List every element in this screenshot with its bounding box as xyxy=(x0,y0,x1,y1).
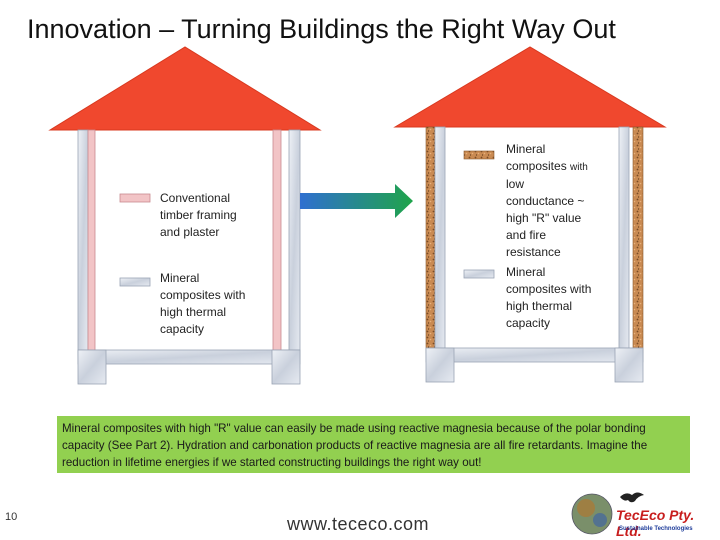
label-mineral-thermal-left: Mineral composites with high thermal cap… xyxy=(160,271,246,336)
right-footing-right xyxy=(614,347,644,383)
right-inner-mineral-wall xyxy=(618,126,630,354)
legend-timber-swatch xyxy=(119,193,151,203)
left-floor-slab xyxy=(77,349,301,365)
legend-mineral-swatch-left xyxy=(119,277,151,287)
left-inner-timber-wall xyxy=(272,129,282,357)
left-footing-right xyxy=(271,349,301,385)
left-outer-mineral-wall xyxy=(77,129,89,357)
page-number: 10 xyxy=(5,511,18,523)
website-url[interactable]: www.tececo.com xyxy=(287,514,430,534)
right-footing-left xyxy=(425,347,455,383)
label-mineral-low-conductance: Mineral composites with low conductance … xyxy=(506,141,588,261)
legend-mineral-swatch-right xyxy=(463,269,495,279)
label-part-1: Mineral composites xyxy=(506,142,567,173)
right-house xyxy=(393,46,667,383)
bird-icon xyxy=(620,492,644,503)
legend-composite-swatch xyxy=(463,150,495,160)
info-callout: Mineral composites with high "R" value c… xyxy=(57,416,690,473)
right-outer-composite-wall xyxy=(425,126,436,354)
slide-title: Innovation – Turning Buildings the Right… xyxy=(27,14,616,44)
right-inner-composite-wall xyxy=(632,126,644,354)
label-part-small: with xyxy=(570,162,588,173)
left-outer-timber-wall xyxy=(87,129,96,357)
transition-arrow xyxy=(300,184,413,218)
left-inner-mineral-wall xyxy=(288,129,301,357)
label-mineral-thermal-right: Mineral composites with high thermal cap… xyxy=(506,265,592,330)
logo-tagline: Sustainable Technologies xyxy=(619,526,693,532)
logo-name: TecEco Pty. Ltd. xyxy=(616,507,695,539)
right-roof xyxy=(393,46,667,128)
right-floor-slab xyxy=(425,347,644,363)
label-conventional-timber: Conventional timber framing and plaster xyxy=(160,191,237,239)
right-outer-mineral-wall xyxy=(434,126,446,354)
label-part-2: low conductance ~ high "R" value and fir… xyxy=(506,177,585,259)
left-footing-left xyxy=(77,349,107,385)
logo-graphic xyxy=(571,492,644,535)
left-house xyxy=(48,46,322,385)
left-roof xyxy=(48,46,322,131)
